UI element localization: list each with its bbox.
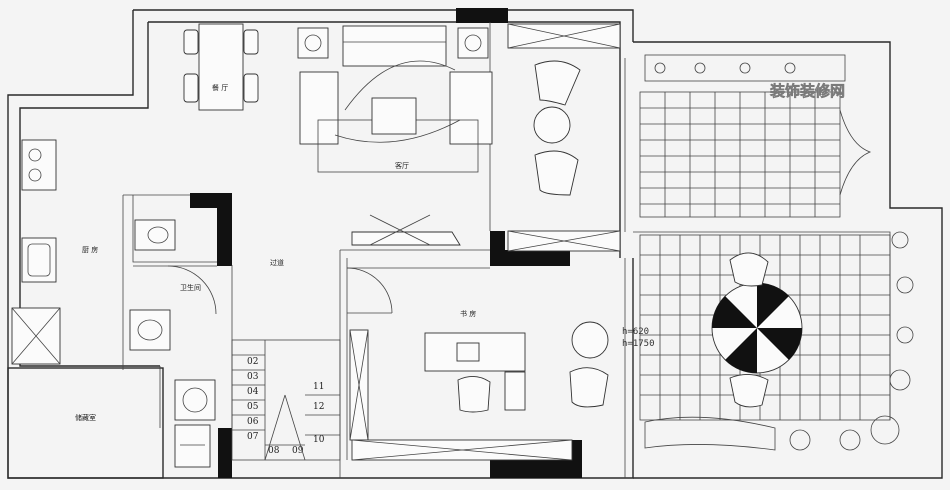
stair-step-07: 07 <box>247 432 259 442</box>
lounge-chairs <box>507 23 621 252</box>
watermark: 装饰装修网 <box>769 82 845 100</box>
study: 书 房 <box>346 267 609 461</box>
living-furniture: 客厅 <box>297 25 493 173</box>
kitchen: 厨 房 <box>11 139 98 365</box>
storage: 储藏室 <box>75 379 216 468</box>
dining-set: 餐 厅 <box>183 23 259 111</box>
room-label-storage: 储藏室 <box>75 413 96 422</box>
stair-step-02: 02 <box>247 357 258 367</box>
room-label-bathroom: 卫生间 <box>180 283 201 292</box>
room-label-corridor: 过道 <box>270 258 284 267</box>
stair-landing-09: 09 <box>292 446 304 456</box>
stair-step-10: 10 <box>313 435 325 445</box>
parasol-table <box>711 252 803 408</box>
tv-console <box>351 214 461 246</box>
plants <box>654 62 914 451</box>
columns <box>190 8 582 478</box>
staircase: 02 03 04 05 06 07 11 12 10 08 09 <box>231 339 341 461</box>
terrace-paving <box>639 54 891 451</box>
room-label-study: 书 房 <box>460 309 476 318</box>
stair-step-12: 12 <box>313 402 324 412</box>
dimension-height: h=1750 <box>622 339 655 349</box>
room-label-dining: 餐 厅 <box>212 83 228 92</box>
room-label-kitchen: 厨 房 <box>82 245 98 254</box>
exterior-walls <box>7 9 634 479</box>
stair-step-04: 04 <box>247 387 259 397</box>
stair-landing-08: 08 <box>268 446 280 456</box>
stair-step-05: 05 <box>247 402 259 412</box>
terrace-walls <box>624 41 943 479</box>
bathroom: 卫生间 过道 <box>129 219 284 351</box>
dimension-width: h=620 <box>622 327 649 337</box>
stair-step-06: 06 <box>247 417 259 427</box>
stair-step-03: 03 <box>247 372 259 382</box>
stair-step-11: 11 <box>313 382 324 392</box>
room-label-living: 客厅 <box>395 161 409 170</box>
